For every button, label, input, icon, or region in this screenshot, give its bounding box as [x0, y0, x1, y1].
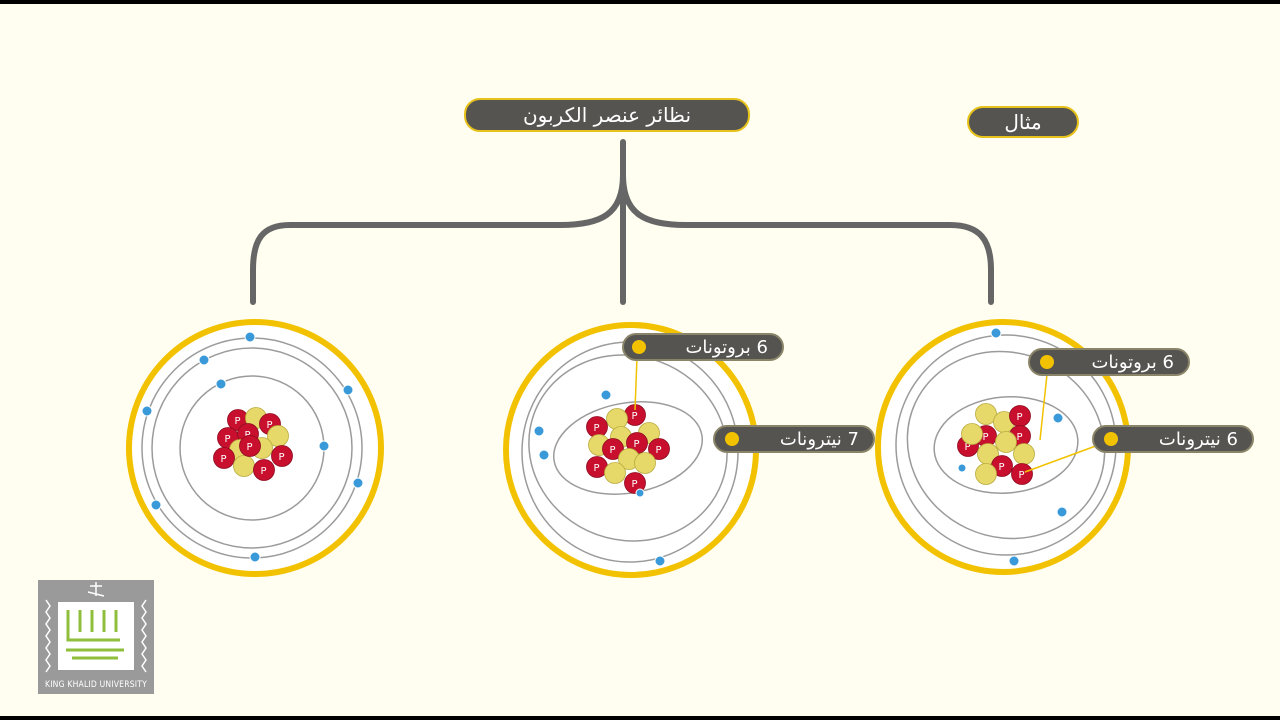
protons-label-atom-2: 6 بروتونات [622, 333, 784, 361]
proton-letter: P [1017, 412, 1023, 423]
proton [624, 472, 646, 494]
proton-letter: P [267, 420, 273, 431]
electron [654, 555, 666, 567]
electron [150, 499, 162, 511]
proton-letter: P [235, 416, 241, 427]
connector-right [620, 172, 994, 305]
label-dot [725, 432, 739, 446]
electron [635, 488, 645, 498]
neutron [975, 403, 997, 425]
neutron [634, 452, 656, 474]
connector-lines [250, 139, 994, 305]
label-text: 6 نيترونات [1158, 428, 1238, 450]
bottom-frame-bar [0, 716, 1280, 720]
label-dot [1104, 432, 1118, 446]
proton-letter: P [221, 454, 227, 465]
proton-letter: P [656, 445, 662, 456]
electron [198, 354, 210, 366]
top-frame-bar [0, 0, 1280, 4]
electron [1052, 412, 1064, 424]
protons-label-atom-3: 6 بروتونات [1028, 348, 1190, 376]
electron [1056, 506, 1068, 518]
neutrons-label-atom-3: 6 نيترونات [1092, 425, 1254, 453]
proton-letter: P [632, 479, 638, 490]
neutron [233, 455, 255, 477]
label-text: 7 نيترونات [779, 428, 859, 450]
logo-emblem [45, 582, 147, 673]
electron [538, 449, 550, 461]
neutron [606, 408, 628, 430]
label-dot [632, 340, 646, 354]
electron [533, 425, 545, 437]
electron [352, 477, 364, 489]
proton-letter: P [594, 423, 600, 434]
proton-letter: P [610, 445, 616, 456]
proton-letter: P [983, 432, 989, 443]
proton-letter: P [225, 434, 231, 445]
proton-letter: P [1019, 470, 1025, 481]
connector-left [250, 172, 626, 305]
proton-letter: P [279, 452, 285, 463]
electron [244, 331, 256, 343]
proton-letter: P [634, 439, 640, 450]
proton [648, 438, 670, 460]
neutron [961, 423, 983, 445]
neutrons-label-atom-2: 7 نيترونات [713, 425, 875, 453]
proton [602, 438, 624, 460]
proton-letter: P [965, 442, 971, 453]
proton-letter: P [1017, 432, 1023, 443]
electron [1008, 555, 1020, 567]
electron [141, 405, 153, 417]
proton [239, 435, 261, 457]
university-logo: KING KHALID UNIVERSITY [38, 580, 154, 694]
electron [600, 389, 612, 401]
label-dot [1040, 355, 1054, 369]
proton-letter: P [594, 463, 600, 474]
electron [249, 551, 261, 563]
proton [271, 445, 293, 467]
neutron [604, 462, 626, 484]
neutron [995, 431, 1017, 453]
proton-letter: P [632, 411, 638, 422]
title-pill: نظائر عنصر الكربون [464, 98, 750, 132]
neutron [975, 463, 997, 485]
electron [342, 384, 354, 396]
example-pill: مثال [967, 106, 1079, 138]
proton-letter: P [261, 466, 267, 477]
logo-text: KING KHALID UNIVERSITY [45, 680, 147, 690]
proton [213, 447, 235, 469]
proton [1011, 463, 1033, 485]
electron [318, 440, 330, 452]
electron [990, 327, 1002, 339]
proton [253, 459, 275, 481]
electron [215, 378, 227, 390]
proton-letter: P [999, 462, 1005, 473]
label-text: 6 بروتونات [685, 336, 768, 358]
electron [957, 463, 967, 473]
neutron [1013, 443, 1035, 465]
label-text: 6 بروتونات [1091, 351, 1174, 373]
proton-letter: P [247, 442, 253, 453]
